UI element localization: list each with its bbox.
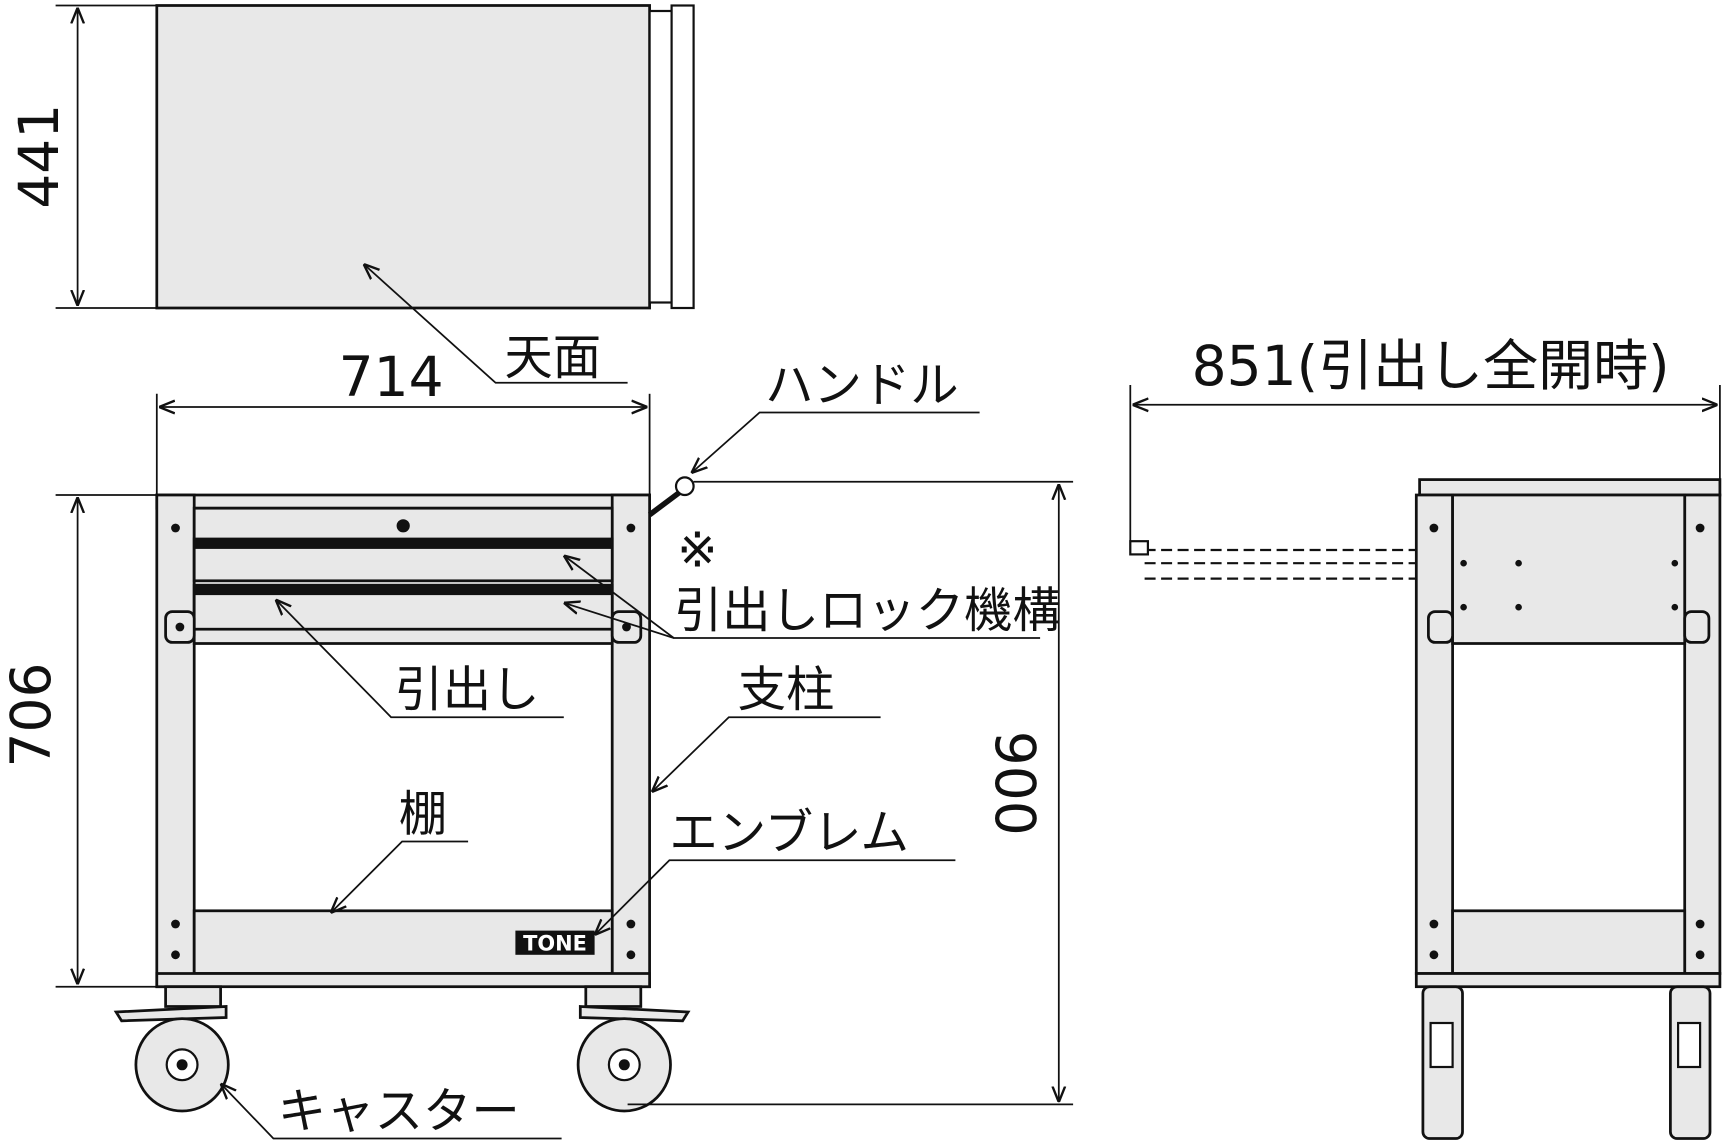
label-drawer-lock: 引出しロック機構 bbox=[674, 583, 1061, 639]
top-handle-bracket bbox=[648, 9, 673, 304]
side-view: 851(引出し全開時) bbox=[1129, 334, 1722, 1140]
label-drawer: 引出し bbox=[394, 662, 539, 718]
label-shelf: 棚 bbox=[399, 787, 447, 843]
top-handle-bar bbox=[670, 4, 695, 310]
total-height-dimension: 900 bbox=[983, 731, 1047, 836]
handle-knob bbox=[674, 476, 695, 497]
front-view: 714 TONE bbox=[0, 345, 1074, 1140]
extended-depth-dimension: 851(引出し全開時) bbox=[1192, 334, 1670, 398]
depth-dimension: 441 bbox=[7, 104, 71, 209]
label-top-plate: 天面 bbox=[504, 330, 601, 386]
side-casters bbox=[1421, 985, 1712, 1140]
emblem-logo: TONE bbox=[523, 931, 587, 955]
label-post: 支柱 bbox=[738, 662, 835, 718]
frame-height-dimension: 706 bbox=[0, 663, 63, 768]
label-note-mark: ※ bbox=[677, 522, 718, 578]
lock-keyhole bbox=[396, 519, 410, 533]
width-dimension: 714 bbox=[339, 345, 444, 409]
top-plate bbox=[155, 4, 651, 310]
right-caster bbox=[576, 985, 691, 1113]
top-view: 441 天面 bbox=[7, 4, 695, 386]
label-handle: ハンドル bbox=[765, 358, 959, 414]
label-emblem: エンブレム bbox=[669, 805, 909, 861]
left-post bbox=[155, 493, 196, 989]
left-caster bbox=[113, 985, 230, 1113]
extended-drawer bbox=[1129, 540, 1417, 580]
label-caster: キャスター bbox=[278, 1083, 520, 1139]
